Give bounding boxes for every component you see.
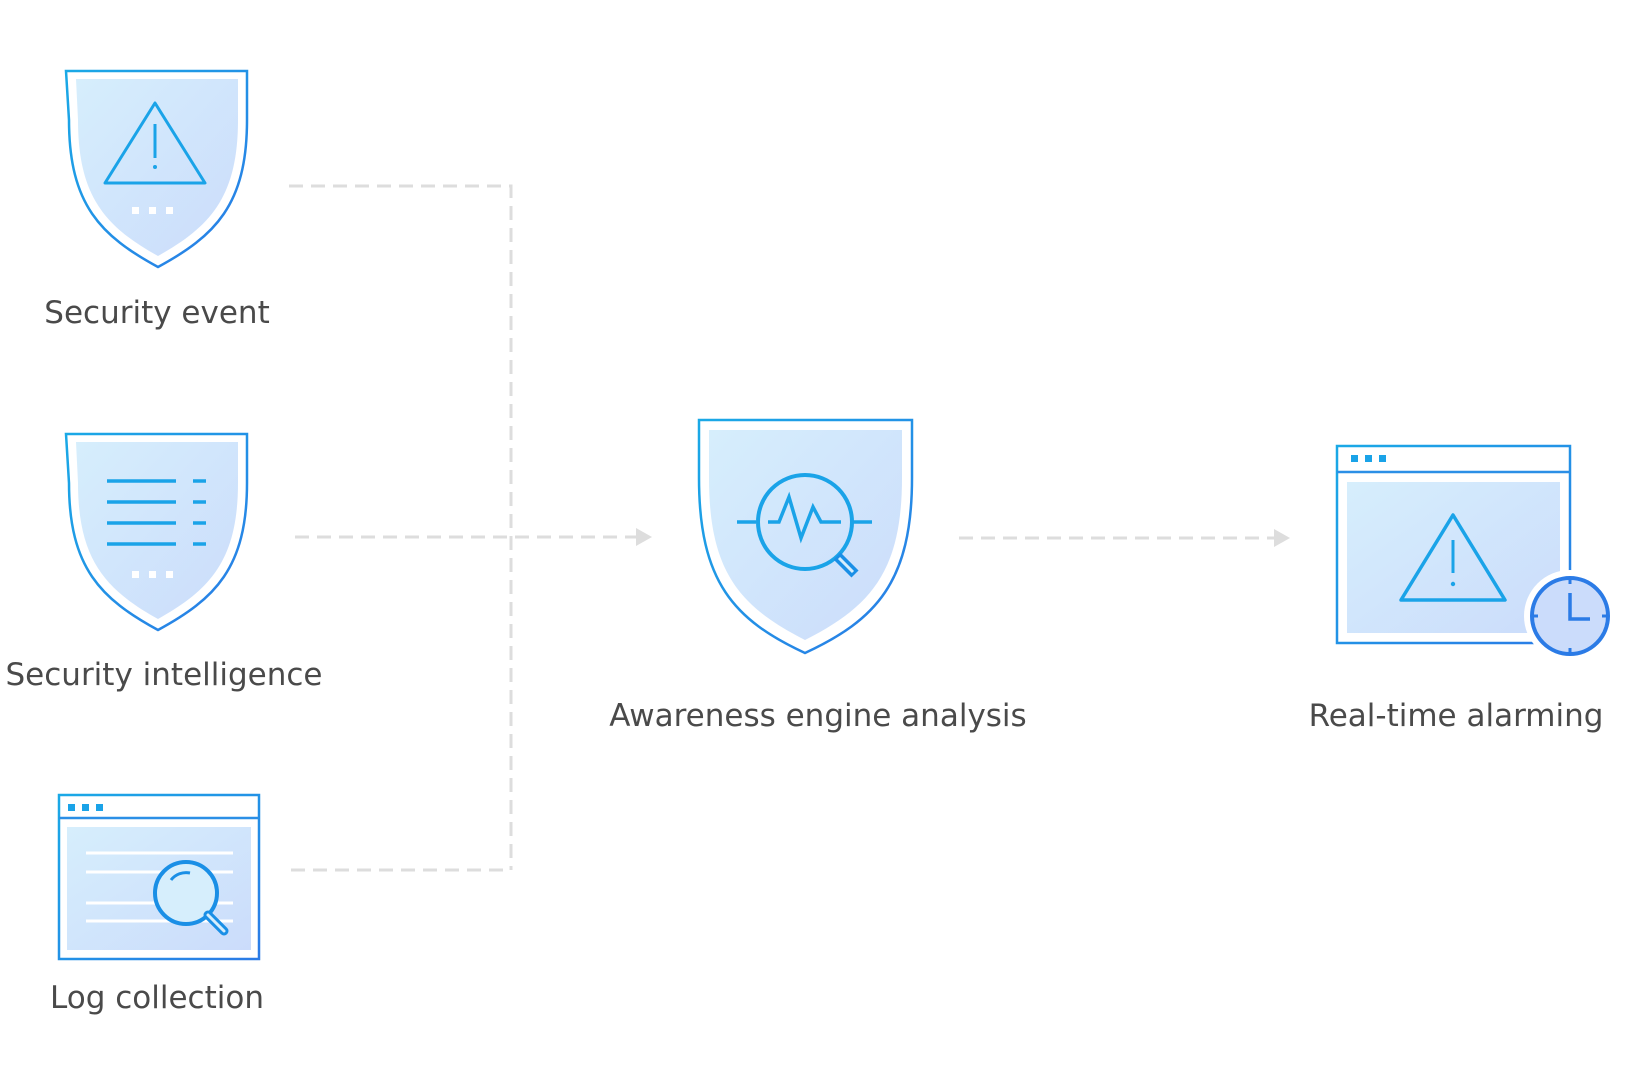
node-label-security-intelligence: Security intelligence: [5, 657, 323, 693]
node-label-awareness-engine-analysis: Awareness engine analysis: [609, 698, 1027, 734]
node-label-log-collection: Log collection: [50, 980, 264, 1016]
node-label-security-event: Security event: [44, 295, 270, 331]
pulse-search-shield-icon: [697, 418, 914, 655]
list-shield-icon: [64, 432, 249, 632]
log-window-search-icon: [57, 793, 261, 961]
arrowhead-to-awareness: [636, 528, 652, 546]
node-label-real-time-alarming: Real-time alarming: [1308, 698, 1604, 734]
connector-security-event: [289, 184, 513, 870]
connector-lines: [289, 184, 1276, 872]
arrowhead-to-alarming: [1274, 529, 1290, 547]
warning-shield-icon: [64, 69, 249, 269]
alarm-window-clock-icon: [1335, 444, 1616, 662]
